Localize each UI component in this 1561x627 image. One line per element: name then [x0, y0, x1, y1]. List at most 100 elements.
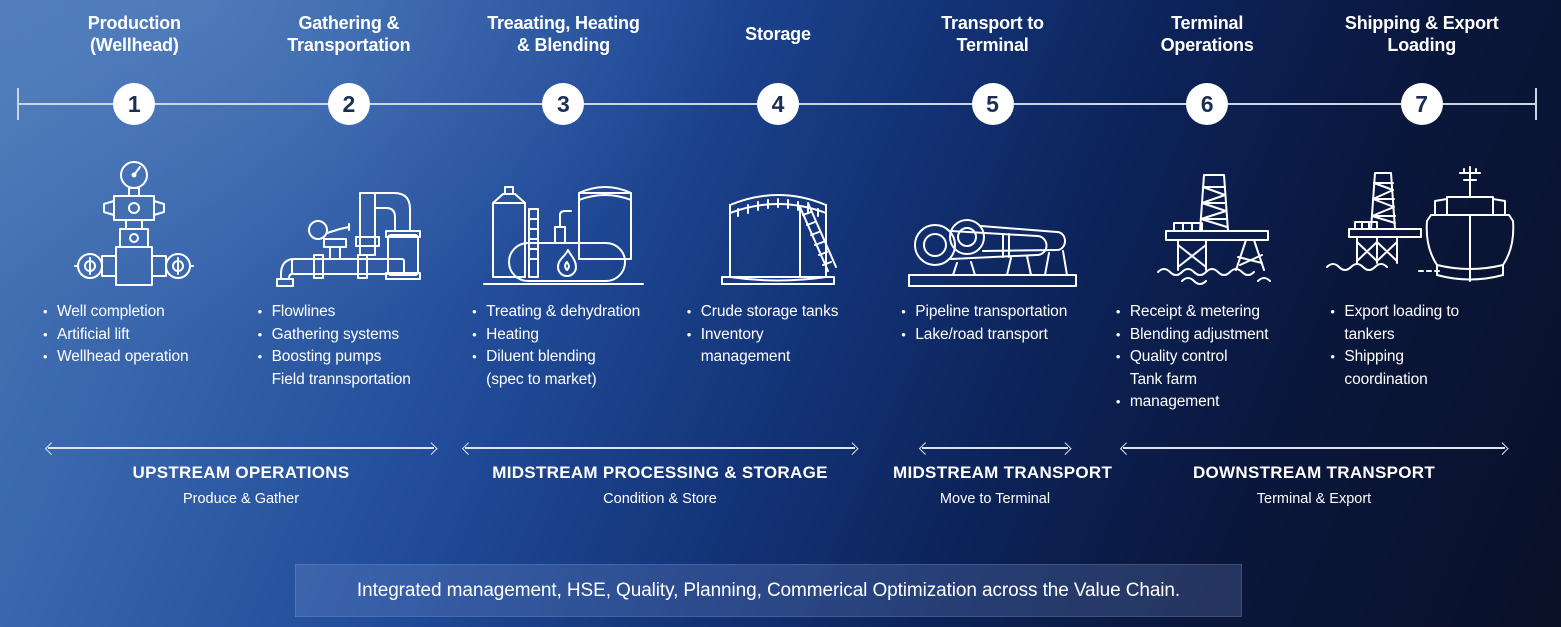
stage-title-line: Storage [745, 24, 811, 44]
stage-title-line: Shipping & Export [1344, 13, 1499, 33]
list-item-text: (spec to market) [486, 370, 597, 388]
list-item-text: management [700, 348, 791, 365]
list-item: •Crude storage tanks [687, 301, 886, 324]
list-item-text: Tank farm [1129, 370, 1197, 388]
stage-bullet-list: •Treating & dehydration•Heating•Diluent … [456, 301, 671, 391]
timeline-start-tick [17, 88, 19, 120]
stage-icon-wrap [905, 125, 1080, 287]
section-subtitle: Condition & Store [603, 491, 717, 507]
list-item-text: Lake/road transport [915, 325, 1048, 343]
list-item: •Heating [472, 324, 671, 347]
arrow-head-right-icon [1495, 442, 1508, 455]
stage-bullet-list: •Flowlines•Gathering systems•Boosting pu… [242, 301, 457, 391]
bullet-dot: • [686, 304, 692, 319]
section-title: MIDSTREAM TRANSPORT [893, 463, 1113, 482]
stage-title-line: Transportation [287, 35, 411, 55]
list-item-text: Blending adjustment [1129, 325, 1269, 343]
list-item-text: Boosting pumps [271, 348, 382, 365]
list-item-text: Diluent blending [486, 348, 596, 365]
list-item: •Inventory [687, 324, 886, 347]
double-arrow [1120, 442, 1508, 455]
bullet-dot: • [901, 326, 906, 342]
list-item-text: Export loading to [1344, 303, 1460, 320]
bullet-dot: • [1330, 304, 1335, 319]
bullet-dot: • [1115, 326, 1121, 342]
treating-plant-icon [482, 186, 644, 285]
list-item: • Lake/road transport [901, 324, 1100, 347]
bullet-dot: • [257, 304, 263, 319]
stage-title-line: (Wellhead) [89, 35, 179, 55]
list-item: management [687, 346, 886, 369]
list-item: Field trannsportation [258, 369, 457, 392]
list-item-text: Receipt & metering [1129, 303, 1260, 320]
stage-title-line: Terminal [1171, 13, 1244, 33]
bullet-dot: • [257, 326, 263, 342]
stage-title: Storage [745, 8, 811, 60]
stage-title: Gathering &Transportation [287, 8, 410, 60]
list-item: tankers [1330, 324, 1529, 347]
stage-title-line: Terminal [956, 35, 1029, 55]
stage-title-line: Operations [1160, 35, 1254, 55]
stage-title-line: Transport to [941, 13, 1044, 33]
arrow-line [465, 447, 855, 449]
section-title: MIDSTREAM PROCESSING & STORAGE [492, 463, 828, 482]
storage-tank-icon [720, 194, 837, 285]
arrow-line [1123, 447, 1505, 449]
wellhead-icon [74, 161, 195, 286]
list-item-text: Field trannsportation [271, 370, 411, 388]
terminal-platform-icon [1156, 174, 1271, 285]
stage-icon-wrap [74, 125, 195, 287]
list-item-text: tankers [1344, 325, 1395, 343]
bullet-dot: • [472, 349, 477, 364]
list-item-text: Artificial lift [57, 325, 130, 343]
stage-title-line: Treaating, Heating [487, 13, 640, 33]
stage-icon-wrap [708, 125, 848, 287]
list-item: •Treating & dehydration [472, 301, 671, 324]
list-item: • Quality control [1116, 346, 1315, 369]
list-item: •Artificial lift [43, 324, 242, 347]
bullet-dot: • [472, 326, 477, 342]
arrow-head-right-icon [424, 442, 437, 455]
timeline-end-tick [1535, 88, 1537, 120]
list-item-text: Shipping [1344, 348, 1404, 365]
double-arrow [462, 442, 858, 455]
arrow-line [48, 447, 434, 449]
list-item-text: Treating & dehydration [486, 303, 641, 320]
list-item: • Receipt & metering [1116, 301, 1315, 324]
bullet-dot: • [1115, 349, 1121, 364]
stage-bullet-list: •Receipt & metering•Blending adjustment•… [1100, 301, 1315, 414]
section-subtitle: Terminal & Export [1256, 491, 1372, 507]
stage-number-circle: 2 [327, 83, 370, 125]
stage-number-circle: 6 [1186, 83, 1229, 125]
arrow-head-left-icon [919, 442, 932, 455]
list-item: •management [1116, 391, 1315, 414]
bullet-dot: • [1115, 304, 1121, 319]
stage-number-circle: 7 [1400, 83, 1443, 125]
section-title: UPSTREAM OPERATIONS [132, 463, 350, 482]
bullet-dot: • [901, 304, 906, 319]
section-subtitle: Move to Terminal [939, 491, 1051, 507]
list-item: •Well completion [43, 301, 242, 324]
list-item-text: Quality control [1129, 348, 1228, 365]
double-arrow [919, 442, 1071, 455]
bullet-dot: • [686, 326, 692, 342]
list-item: •Boosting pumps [258, 346, 457, 369]
list-item: • Diluent blending [472, 346, 671, 369]
pipeline-icon [908, 219, 1078, 287]
stage-icon-wrap [274, 125, 424, 287]
stage-title: Treaating, Heating& Blending [487, 8, 640, 60]
stage-bullet-list: •Well completion•Artificial lift•Wellhea… [27, 301, 242, 369]
stage-column-1: Production(Wellhead)1 •Well completion•A… [27, 0, 242, 414]
stage-number-circle: 1 [113, 83, 156, 125]
arrow-line [922, 447, 1068, 449]
stage-icon-wrap [1319, 125, 1524, 287]
bullet-dot: • [43, 304, 48, 319]
